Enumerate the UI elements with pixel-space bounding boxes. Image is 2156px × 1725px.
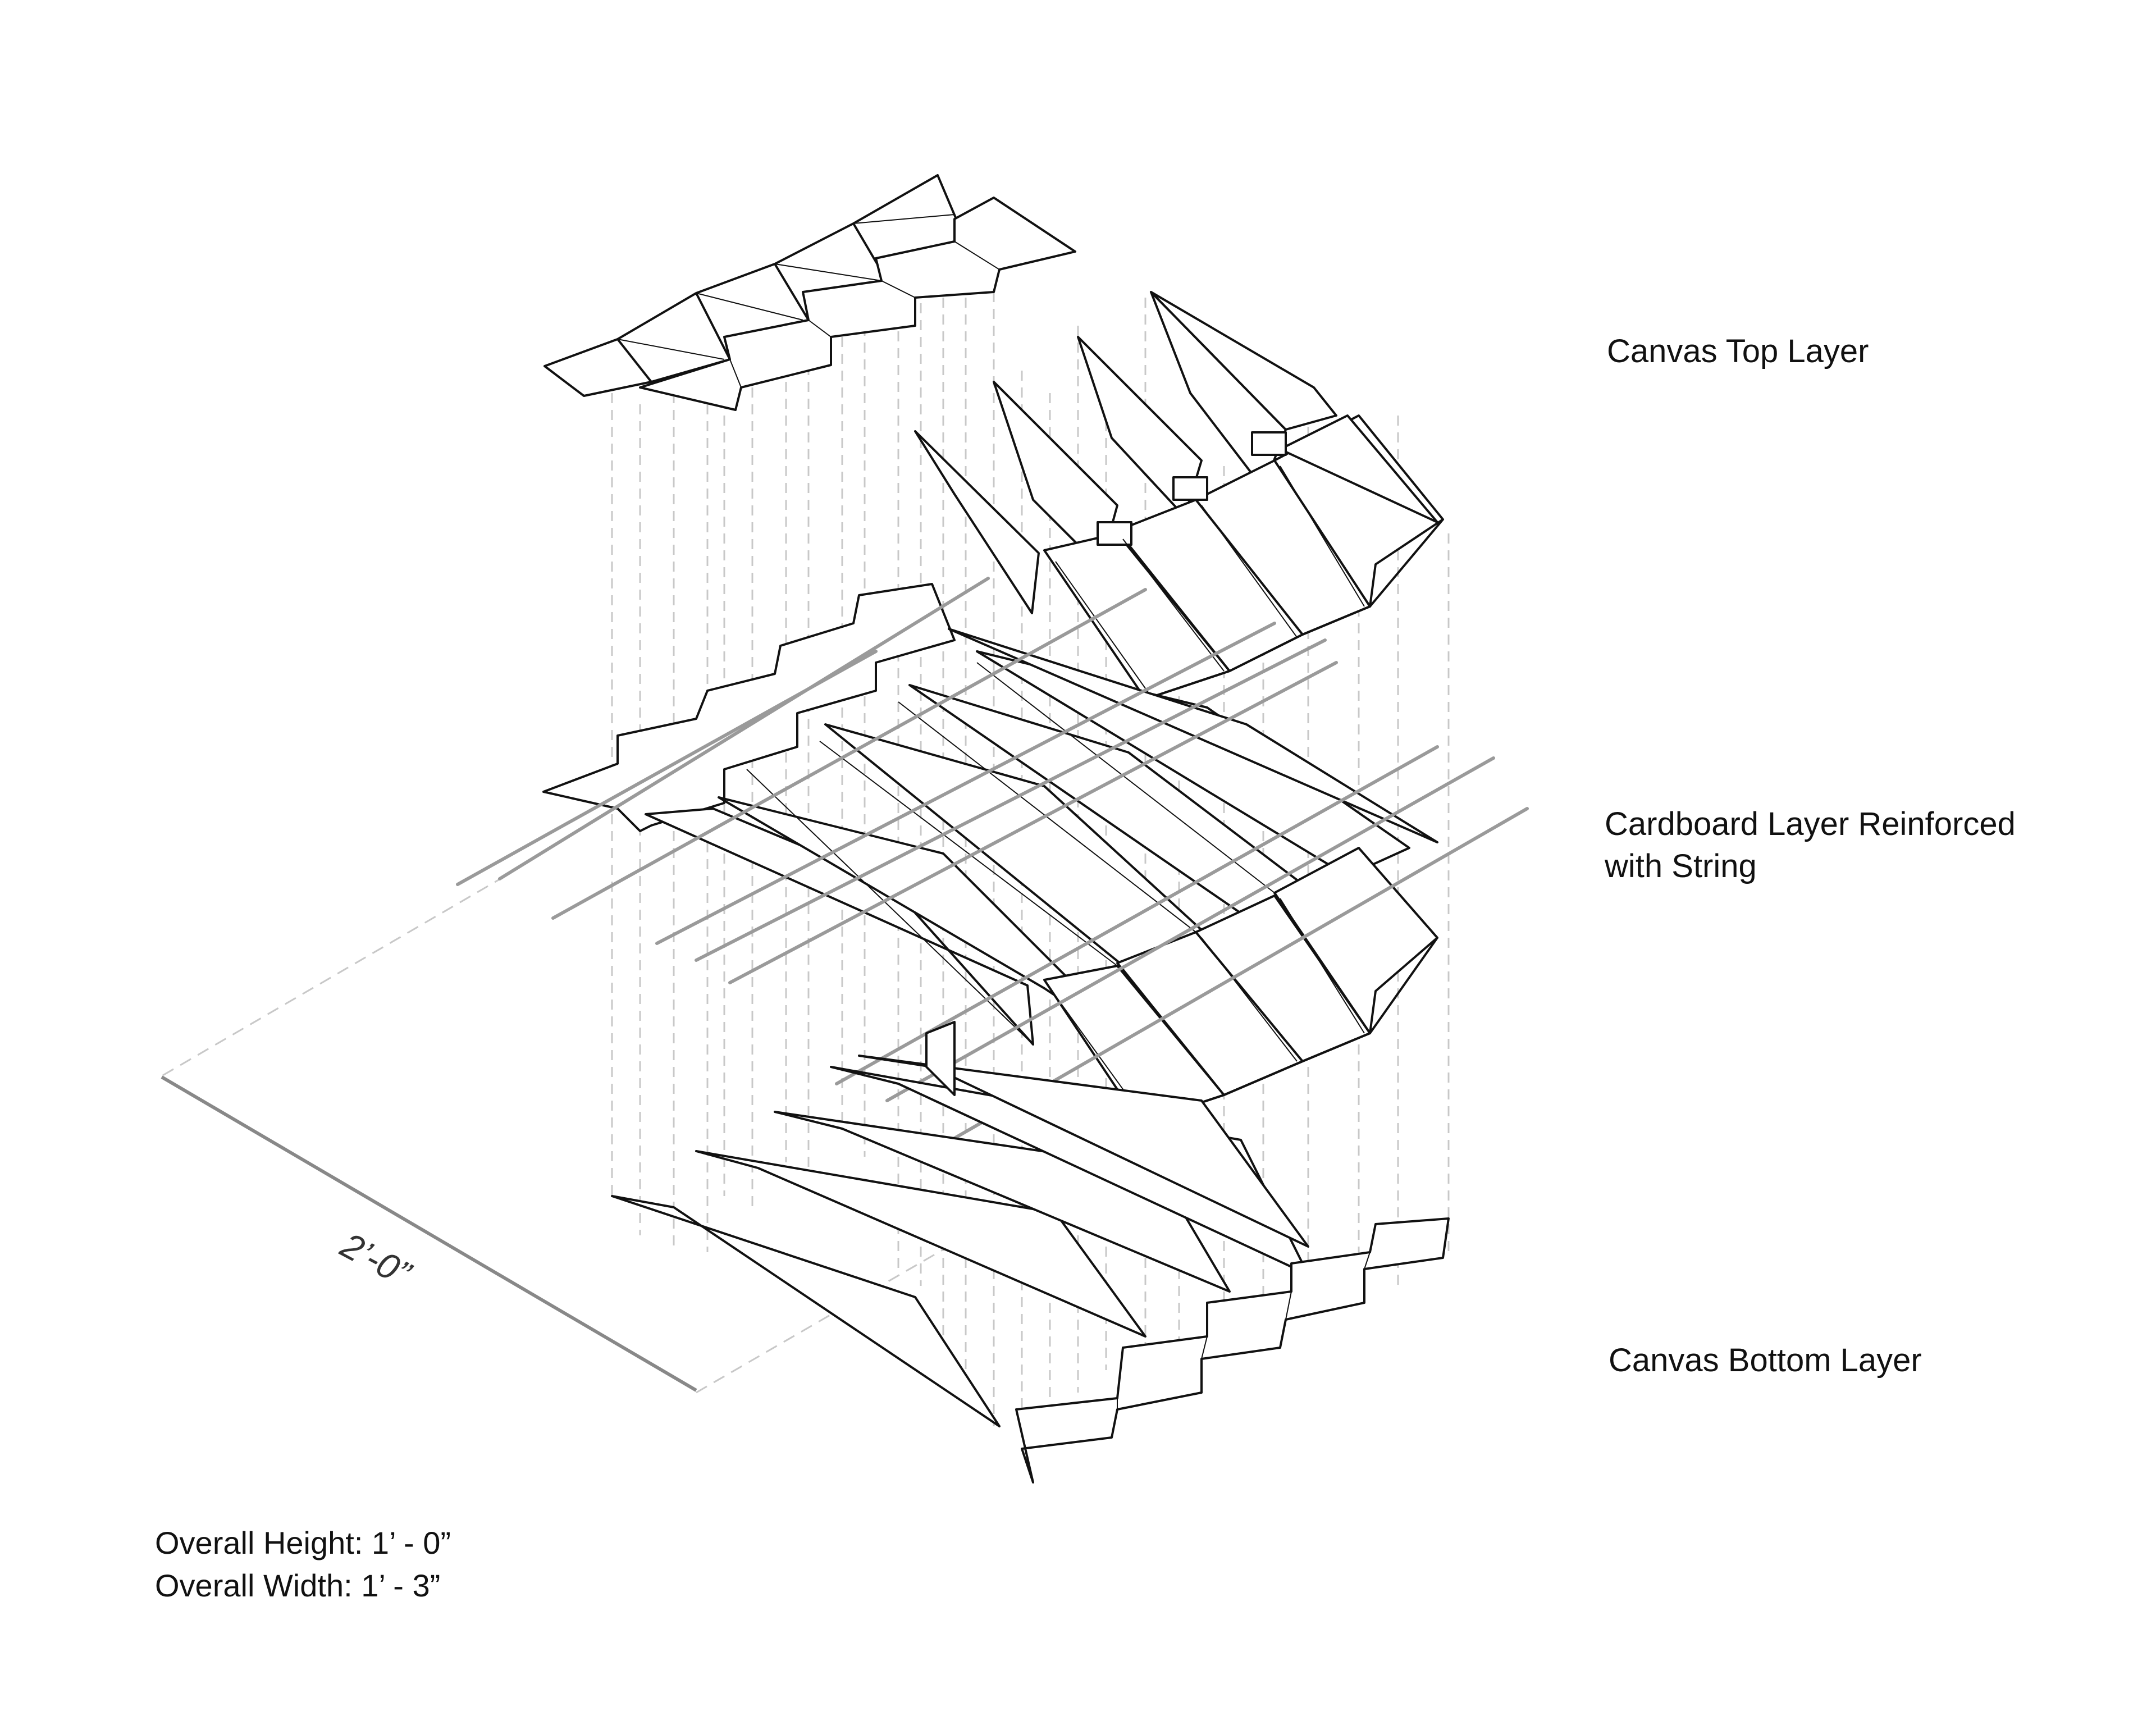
overall-width: Overall Width: 1’ - 3” (155, 1568, 441, 1603)
canvas-top-layer (543, 174, 1076, 411)
canvas-bottom-layer (611, 1021, 1450, 1484)
overall-height: Overall Height: 1’ - 0” (155, 1525, 451, 1560)
label-cardboard-layer-line2: with String (1605, 848, 1757, 884)
overall-dimensions: Overall Height: 1’ - 0” Overall Width: 1… (155, 1522, 451, 1607)
dimension-guides (162, 875, 1123, 1394)
label-canvas-bottom-layer: Canvas Bottom Layer (1609, 1342, 1922, 1379)
label-cardboard-layer-line1: Cardboard Layer Reinforced (1605, 806, 2016, 842)
label-canvas-top-layer: Canvas Top Layer (1607, 333, 1869, 369)
cardboard-layer (542, 583, 1438, 1124)
dimension-line (161, 1075, 697, 1392)
upper-sawtooth-frame (914, 291, 1444, 700)
